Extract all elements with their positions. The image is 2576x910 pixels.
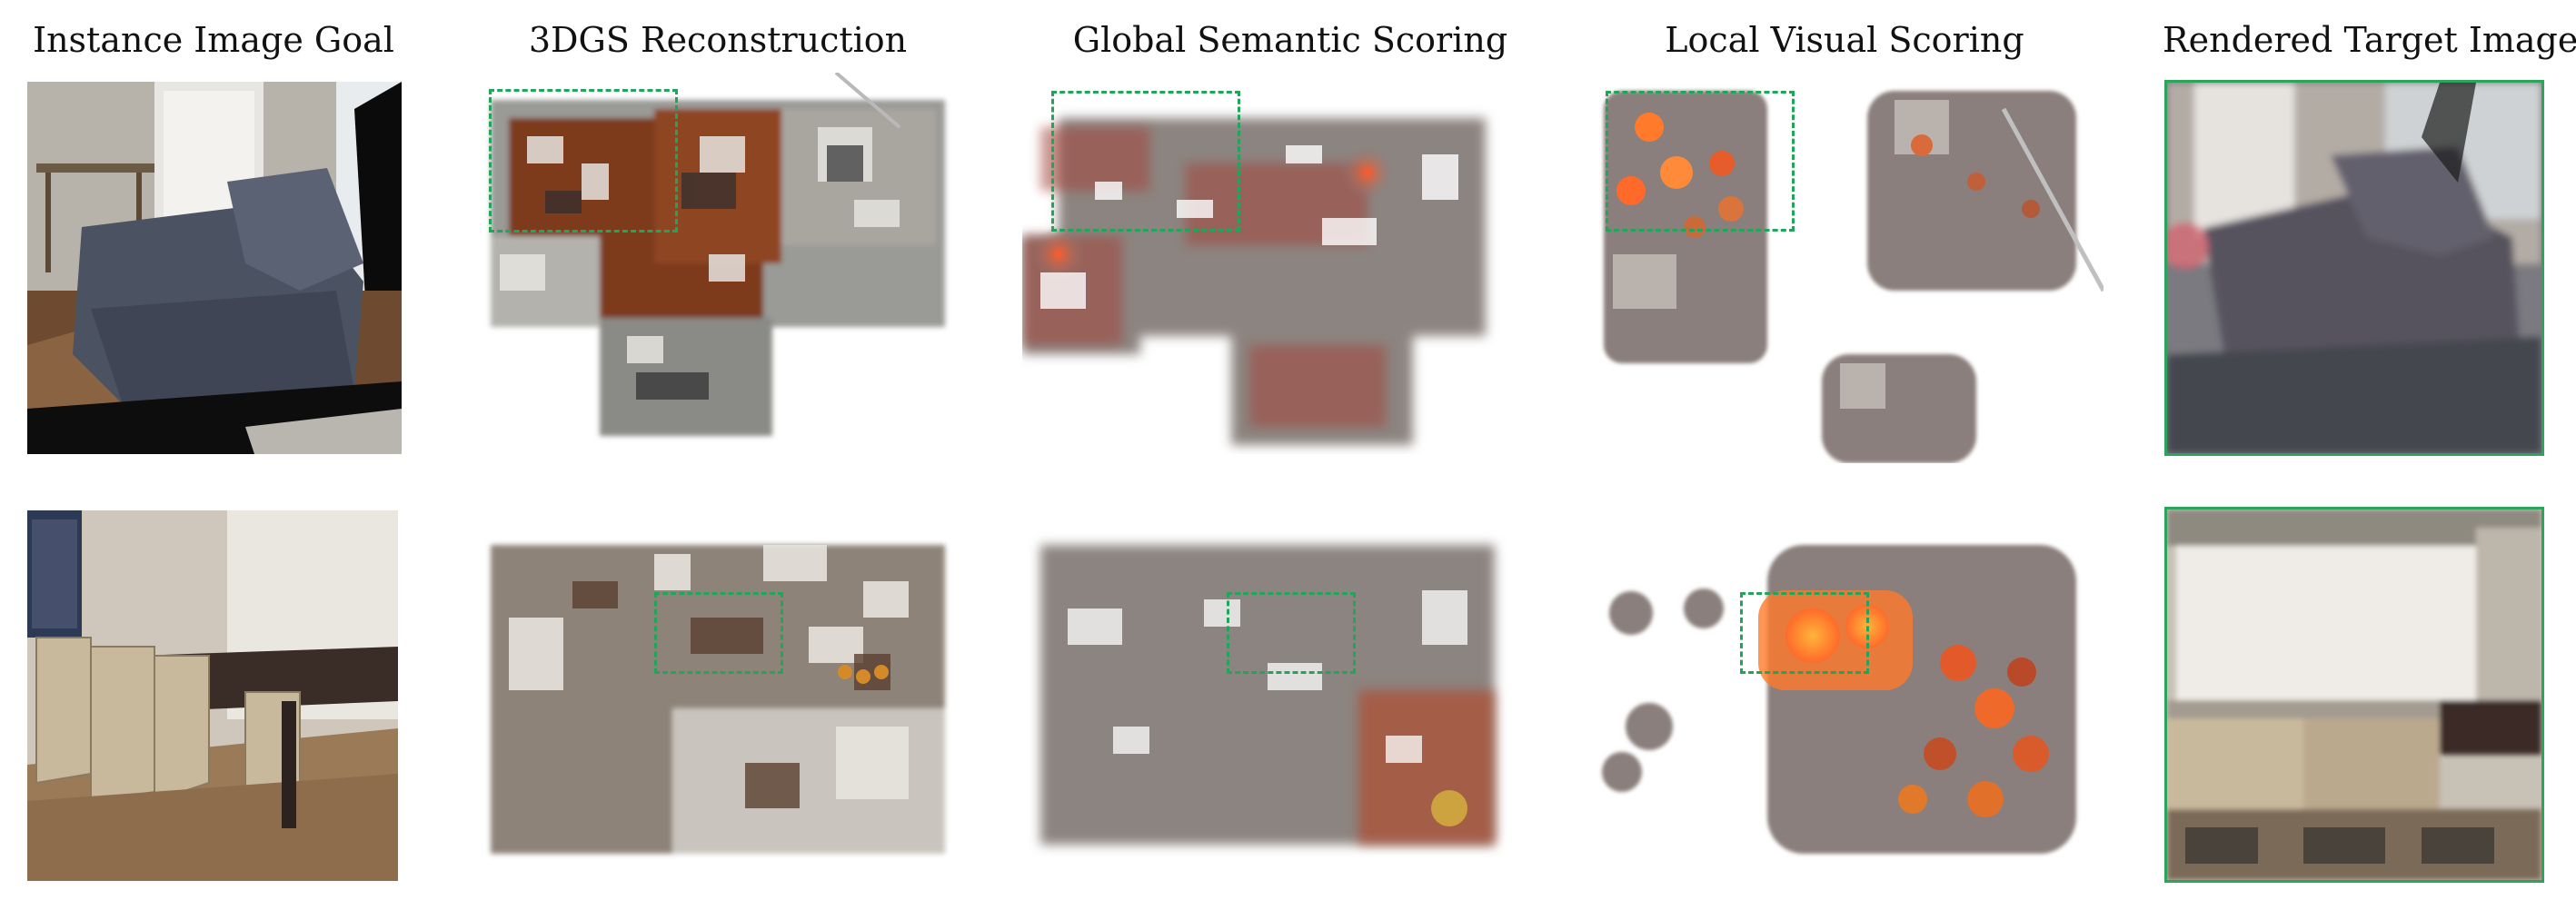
local-visual-map-row2 bbox=[1595, 527, 2104, 872]
highlight-box-3dgs-row1 bbox=[489, 89, 678, 232]
3dgs-reconstruction-row2 bbox=[472, 527, 981, 872]
column-title-instance-goal: Instance Image Goal bbox=[33, 20, 394, 60]
3dgs-reconstruction-row1 bbox=[472, 73, 981, 454]
highlight-box-global-row1 bbox=[1051, 91, 1240, 232]
instance-goal-image-row2 bbox=[27, 510, 398, 881]
rendered-target-image-row2 bbox=[2164, 507, 2544, 883]
highlight-box-3dgs-row2 bbox=[654, 592, 783, 674]
column-title-local-visual: Local Visual Scoring bbox=[1665, 20, 2024, 60]
global-semantic-map-row1 bbox=[1022, 73, 1531, 454]
column-title-3dgs: 3DGS Reconstruction bbox=[528, 20, 908, 60]
column-title-global-semantic: Global Semantic Scoring bbox=[1072, 20, 1508, 60]
rendered-target-image-row1 bbox=[2164, 80, 2544, 456]
highlight-box-global-row2 bbox=[1227, 592, 1356, 674]
column-title-rendered-target: Rendered Target Image bbox=[2163, 20, 2576, 60]
global-semantic-map-row2 bbox=[1022, 527, 1531, 872]
local-visual-map-row1 bbox=[1595, 73, 2104, 463]
instance-goal-image-row1 bbox=[27, 82, 402, 454]
highlight-box-local-row1 bbox=[1606, 91, 1795, 232]
highlight-box-local-row2 bbox=[1740, 592, 1869, 674]
